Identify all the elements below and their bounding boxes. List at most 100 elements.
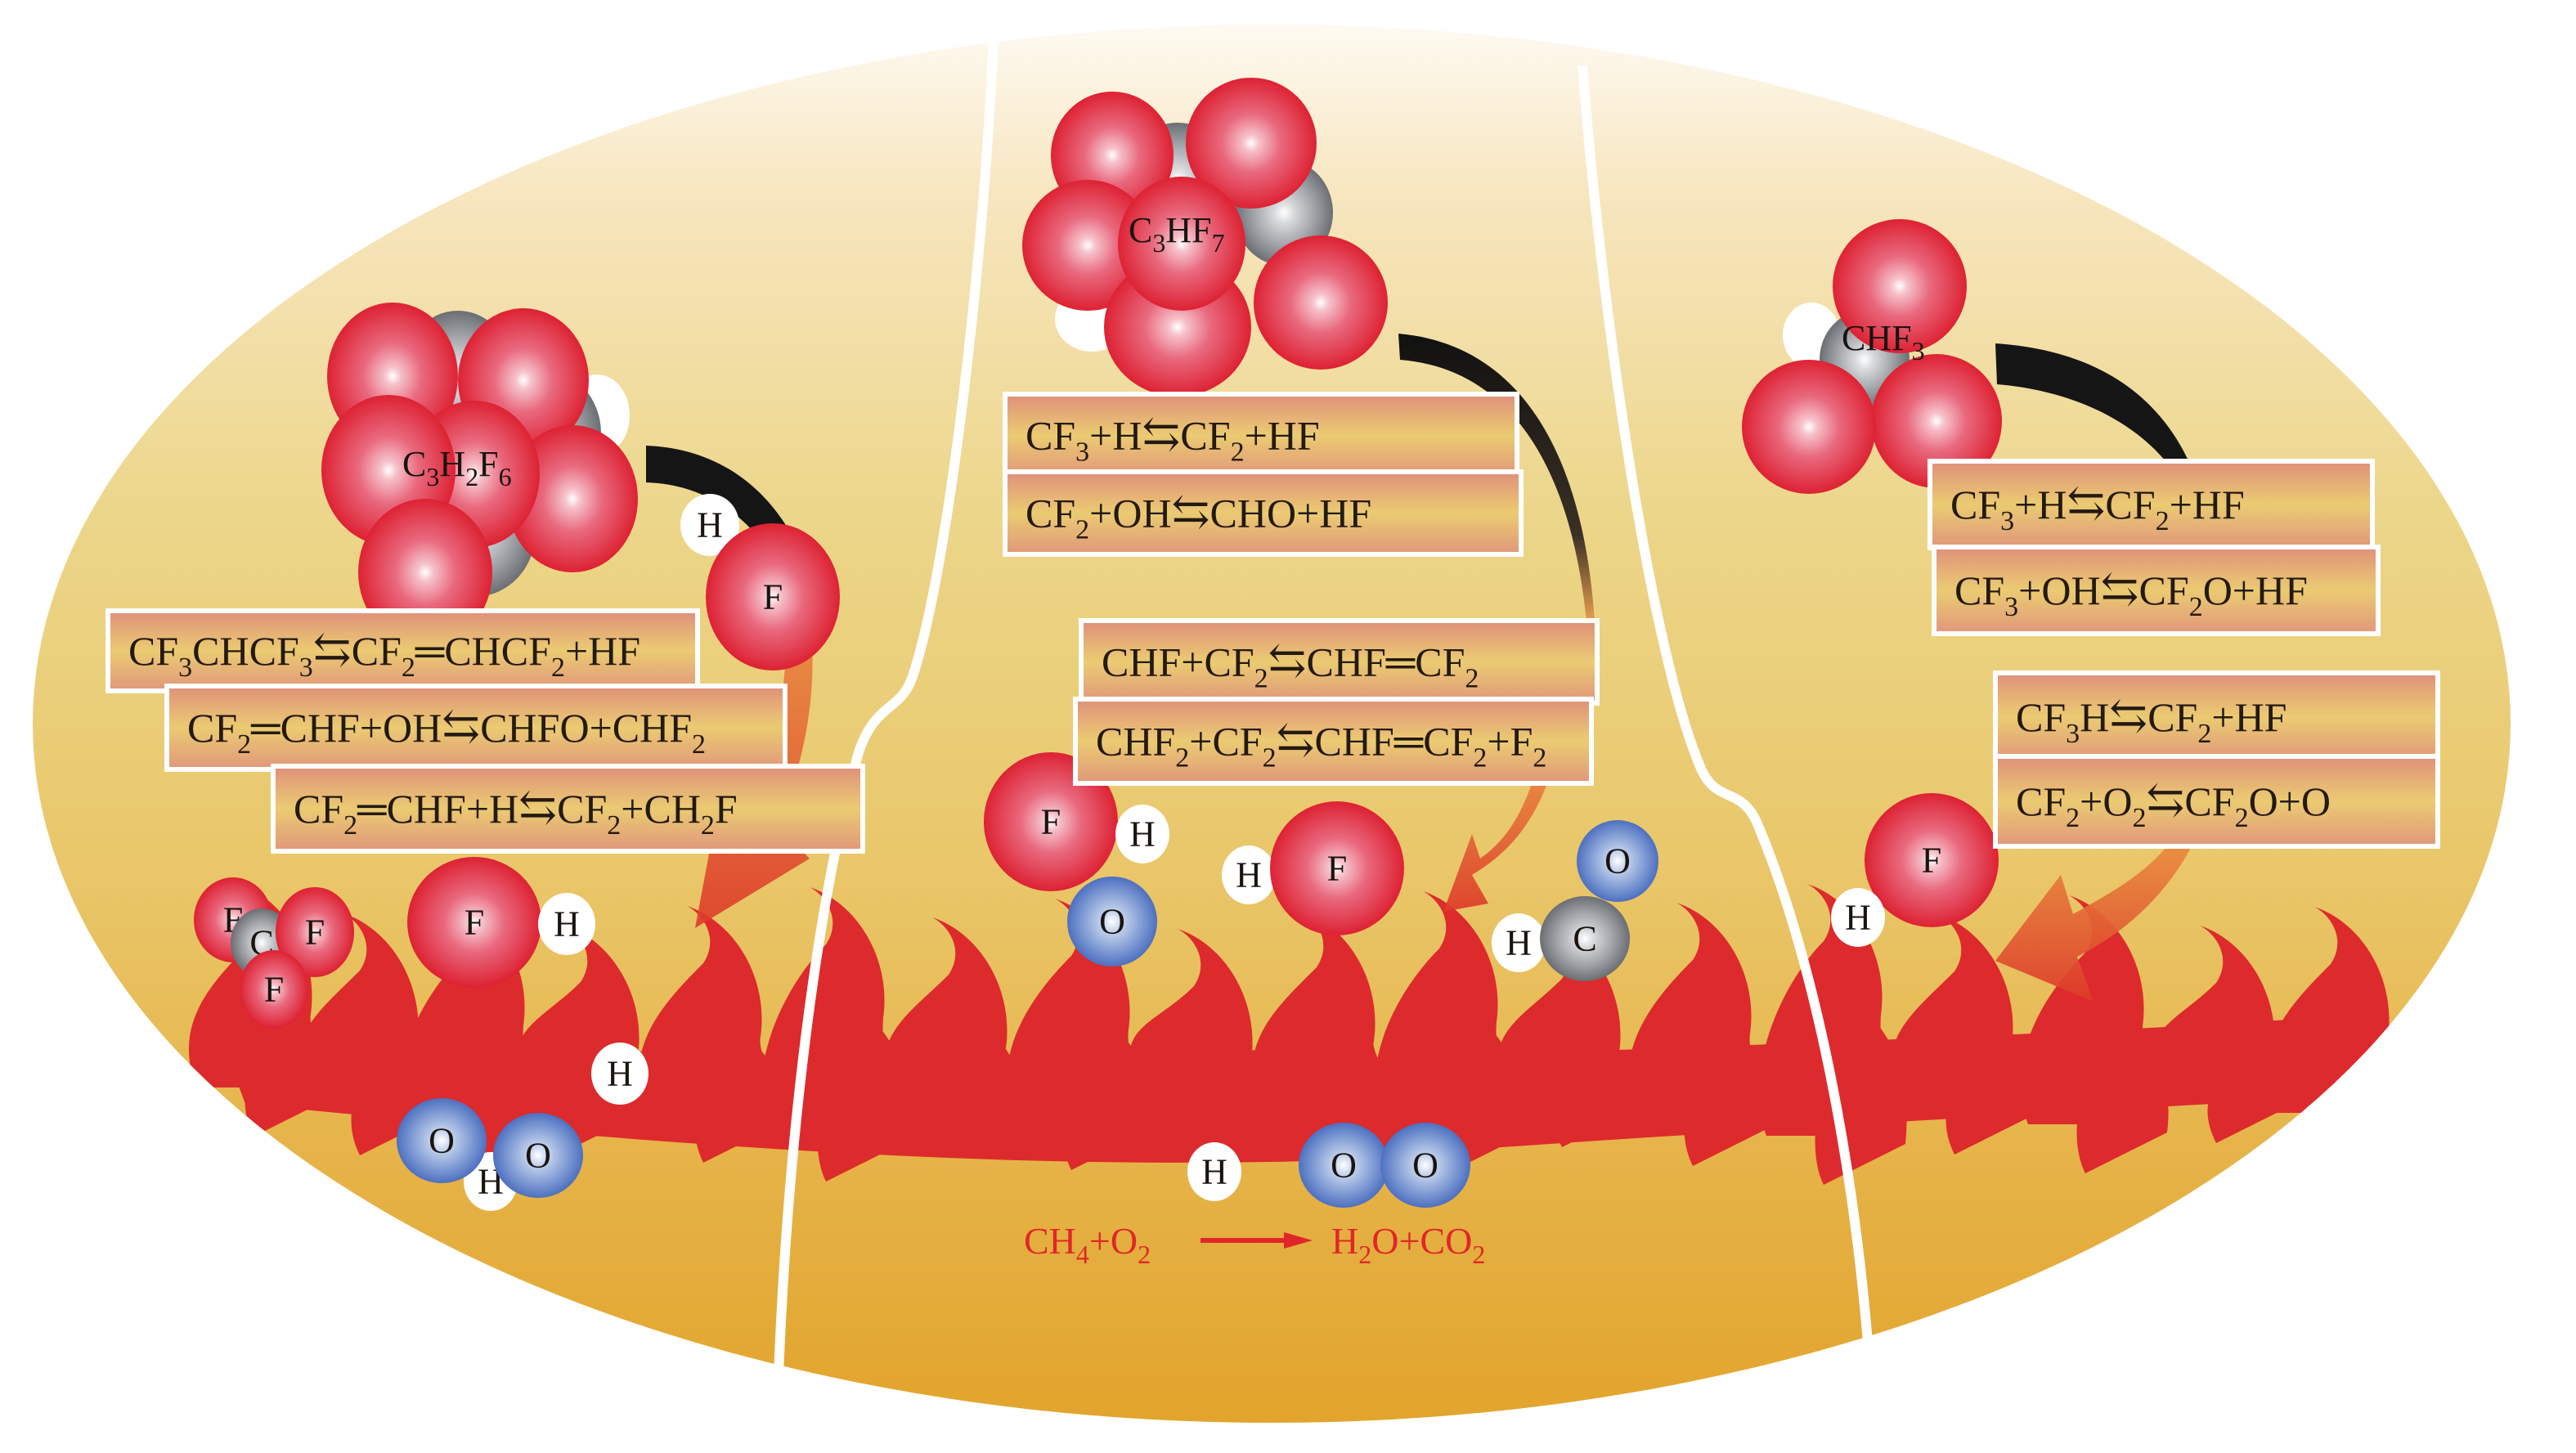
reaction-box: CF3+H⇆CF2+HF: [1928, 459, 2375, 550]
reaction-box-fill: [1008, 474, 1519, 552]
fluorine-atom: F: [276, 887, 354, 977]
reaction-box: CF3H⇆CF2+HF: [1993, 670, 2440, 764]
reaction-box-fill: [110, 613, 695, 688]
oxygen-atom-label: O: [1331, 1146, 1357, 1186]
hydrogen-atom: H: [1222, 845, 1276, 904]
reaction-equation: CF3+H⇆CF2+HF: [1950, 478, 2245, 536]
hydrogen-atom: H: [591, 1043, 648, 1105]
molecule-c3h2f6: C3H2F6: [321, 303, 638, 646]
carbon-atom-label: C: [1573, 919, 1596, 959]
oxygen-atom-label: O: [525, 1136, 551, 1176]
reaction-equation: CF2═CHF+H⇆CF2+CH2F: [294, 783, 738, 841]
fluorine-atom: [1118, 177, 1245, 311]
hydrogen-atom-label: H: [697, 505, 723, 545]
reaction-box: CF2+O2⇆CF2O+O: [1993, 754, 2440, 849]
hydrogen-atom-label: H: [1201, 1152, 1227, 1192]
hydrogen-atom-label: H: [1129, 814, 1156, 854]
oxygen-atom: O: [1577, 820, 1658, 902]
fluorine-atom: [1742, 360, 1876, 494]
oxygen-atom: O: [397, 1098, 487, 1183]
fluorine-atom: [507, 425, 638, 572]
molecule-chf3: CHF3: [1742, 219, 2002, 494]
reaction-box-fill: [1008, 397, 1515, 474]
reaction-equation: CHF2+CF2⇆CHF═CF2+F2: [1096, 715, 1546, 774]
reaction-box: CHF2+CF2⇆CHF═CF2+F2: [1073, 697, 1594, 786]
hydrogen-atom-label: H: [1506, 923, 1532, 963]
oxygen-atom-label: O: [1412, 1146, 1438, 1186]
oxygen-atom: O: [1067, 877, 1157, 966]
reaction-box-fill: [1078, 702, 1589, 781]
hydrogen-atom-label: H: [554, 904, 580, 944]
reaction-box-fill: [1936, 549, 2376, 631]
flame-tongue-lower: [1684, 1025, 1776, 1166]
fluorine-atom: [1871, 354, 2002, 488]
fluorine-atom: F: [706, 523, 840, 670]
oxygen-atom-label: O: [1099, 902, 1125, 942]
reaction-box: CF3+H⇆CF2+HF: [1003, 392, 1519, 479]
reaction-equation: CF3+H⇆CF2+HF: [1025, 410, 1320, 468]
divider-right: [1577, 65, 1878, 1423]
molecule-c3hf7: C3HF7: [1022, 78, 1388, 397]
fluorine-atom: F: [1865, 793, 1999, 927]
reaction-box: CHF+CF2⇆CHF═CF2: [1079, 618, 1600, 706]
reaction-box: CF3+OH⇆CF2O+HF: [1932, 545, 2381, 636]
flame-tongue: [1129, 929, 1265, 1091]
fluorine-atom: [1833, 219, 1967, 353]
reaction-equation: CHF+CF2⇆CHF═CF2: [1102, 636, 1479, 694]
flame-tongue-lower: [1185, 1052, 1277, 1140]
oxygen-atom-label: O: [1604, 841, 1631, 881]
reaction-equation: CF3+OH⇆CF2O+HF: [1954, 564, 2308, 622]
reaction-box-fill: [1932, 464, 2370, 545]
reaction-box: CF2+OH⇆CHO+HF: [1003, 469, 1524, 557]
orange-arrow-right: [1995, 846, 2192, 1002]
fluorine-atom-label: F: [763, 577, 783, 617]
hydrogen-atom: H: [1187, 1142, 1241, 1201]
hydrogen-atom: H: [538, 893, 595, 955]
molecule-label-c3h2f6: C3H2F6: [402, 444, 512, 491]
fluorine-atom-label: F: [1327, 849, 1347, 889]
reaction-equation: CF3CHCF3⇆CF2═CHCF2+HF: [128, 625, 640, 683]
hydrogen-atom: H: [1492, 913, 1546, 972]
flame-tongue-lower: [2076, 1018, 2169, 1173]
oxygen-atom: O: [1380, 1123, 1470, 1208]
black-arrow-right: [1995, 343, 2192, 474]
combustion-reactants: CH4+O2: [1024, 1220, 1151, 1269]
reaction-equation: CF2+O2⇆CF2O+O: [2016, 775, 2331, 833]
fluorine-atom: [1254, 235, 1388, 370]
reactions-layer: CF3CHCF3⇆CF2═CHCF2+HF CF2═CHF+OH⇆CHFO+CHF…: [105, 392, 2440, 854]
reaction-box-fill: [1998, 675, 2435, 759]
reaction-equation: CF3H⇆CF2+HF: [2016, 691, 2287, 749]
oxygen-atom-label: O: [429, 1121, 455, 1161]
fluorine-atom-label: F: [1922, 841, 1941, 881]
reaction-box-fill: [1084, 623, 1595, 701]
combustion-products: H2O+CO2: [1331, 1220, 1485, 1269]
fluorine-atom: F: [240, 950, 308, 1029]
molecule-label-chf3: CHF3: [1842, 318, 1925, 365]
reaction-equation: CF2═CHF+OH⇆CHFO+CHF2: [187, 702, 706, 760]
fluorine-atom-label: F: [464, 903, 484, 943]
hydrogen-atom-label: H: [607, 1054, 633, 1094]
fluorine-atom-label: F: [1041, 802, 1061, 842]
reaction-box: CF3CHCF3⇆CF2═CHCF2+HF: [105, 608, 700, 693]
black-arrow-center: [1398, 334, 1595, 621]
oxygen-atom: O: [493, 1113, 583, 1198]
reaction-equation: CF2+OH⇆CHO+HF: [1025, 487, 1371, 545]
molecule-label-c3hf7: C3HF7: [1129, 210, 1225, 258]
combustion-equation: CH4+O2 H2O+CO2: [1024, 1220, 1485, 1269]
hydrogen-atom: H: [680, 494, 739, 556]
flame-tongue-lower: [1945, 1037, 2038, 1155]
oxygen-atom: O: [1299, 1123, 1389, 1208]
hydrogen-atom: H: [1831, 888, 1885, 947]
reaction-box: CF2═CHF+H⇆CF2+CH2F: [271, 764, 865, 854]
flame-tongue-lower: [694, 1029, 787, 1163]
fluorine-atom: F: [984, 752, 1118, 891]
flame-tongue-lower: [1553, 1044, 1645, 1147]
fluorine-atom: [1022, 180, 1153, 311]
hydrogen-atom: H: [1115, 805, 1169, 863]
reaction-box-fill: [169, 688, 783, 767]
reaction-box-fill: [276, 769, 860, 849]
reaction-box-fill: [1998, 759, 2435, 844]
